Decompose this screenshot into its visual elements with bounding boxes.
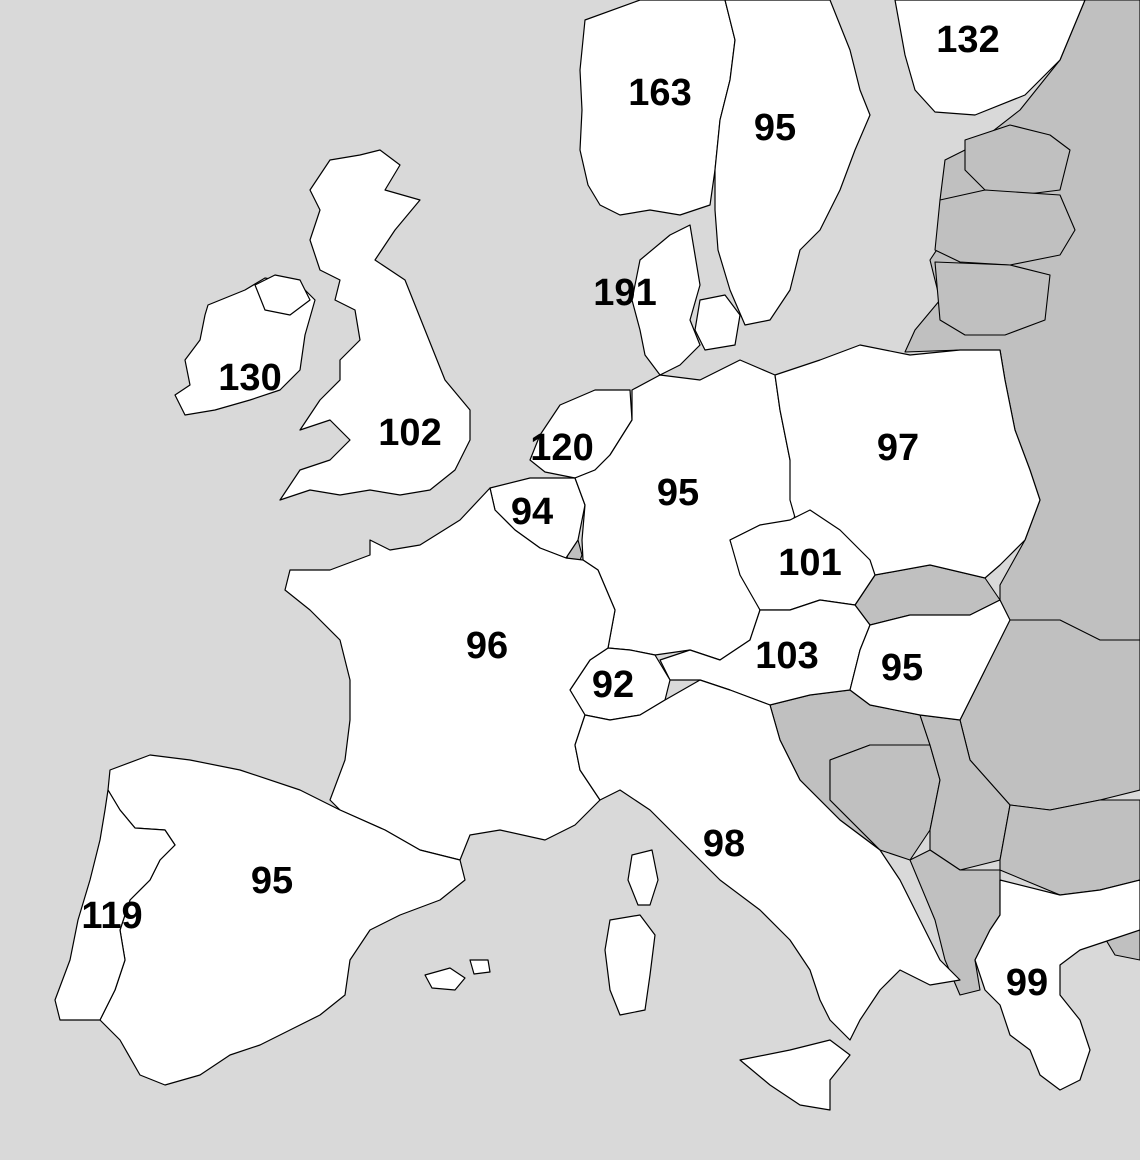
country-united-kingdom	[279, 149, 471, 501]
label-denmark: 191	[593, 272, 656, 314]
label-spain: 95	[251, 860, 293, 902]
label-finland: 132	[936, 19, 999, 61]
country-hungary	[849, 599, 1011, 721]
label-portugal: 119	[81, 895, 142, 937]
bosnia	[829, 744, 941, 861]
label-hungary: 95	[881, 647, 923, 689]
label-france: 96	[466, 625, 508, 667]
estonia	[964, 124, 1071, 196]
country-sweden	[714, 0, 871, 326]
latvia	[934, 189, 1076, 266]
highlighted-countries	[54, 0, 1140, 1111]
country-finland	[894, 0, 1086, 116]
label-switzerland: 92	[592, 664, 634, 706]
country-portugal	[54, 789, 176, 1021]
label-netherlands: 120	[530, 427, 593, 469]
label-sweden: 95	[754, 107, 796, 149]
label-greece: 99	[1006, 962, 1048, 1004]
country-value-labels: 163 95 132 191 130 102 120 94 95 97 101 …	[81, 19, 1048, 1004]
country-italy	[574, 679, 961, 1041]
country-italy-sardinia	[604, 914, 656, 1016]
lithuania	[934, 261, 1051, 336]
label-germany: 95	[657, 472, 699, 514]
country-denmark	[631, 224, 701, 376]
label-italy: 98	[703, 823, 745, 865]
country-denmark-islands	[694, 294, 741, 351]
label-poland: 97	[877, 427, 919, 469]
label-belgium: 94	[511, 491, 553, 533]
country-greece	[974, 879, 1140, 1091]
island-iceland-fragment	[469, 959, 491, 975]
island-balearics	[424, 967, 466, 991]
label-austria: 103	[755, 635, 818, 677]
label-ireland: 130	[218, 357, 281, 399]
grey-countries	[566, 0, 1140, 996]
country-italy-sicily	[739, 1039, 851, 1111]
country-corsica	[627, 849, 659, 906]
country-france	[284, 487, 616, 861]
label-czechia: 101	[778, 542, 841, 584]
country-northern-ireland	[254, 274, 311, 316]
label-norway: 163	[628, 72, 691, 114]
label-united-kingdom: 102	[378, 412, 441, 454]
